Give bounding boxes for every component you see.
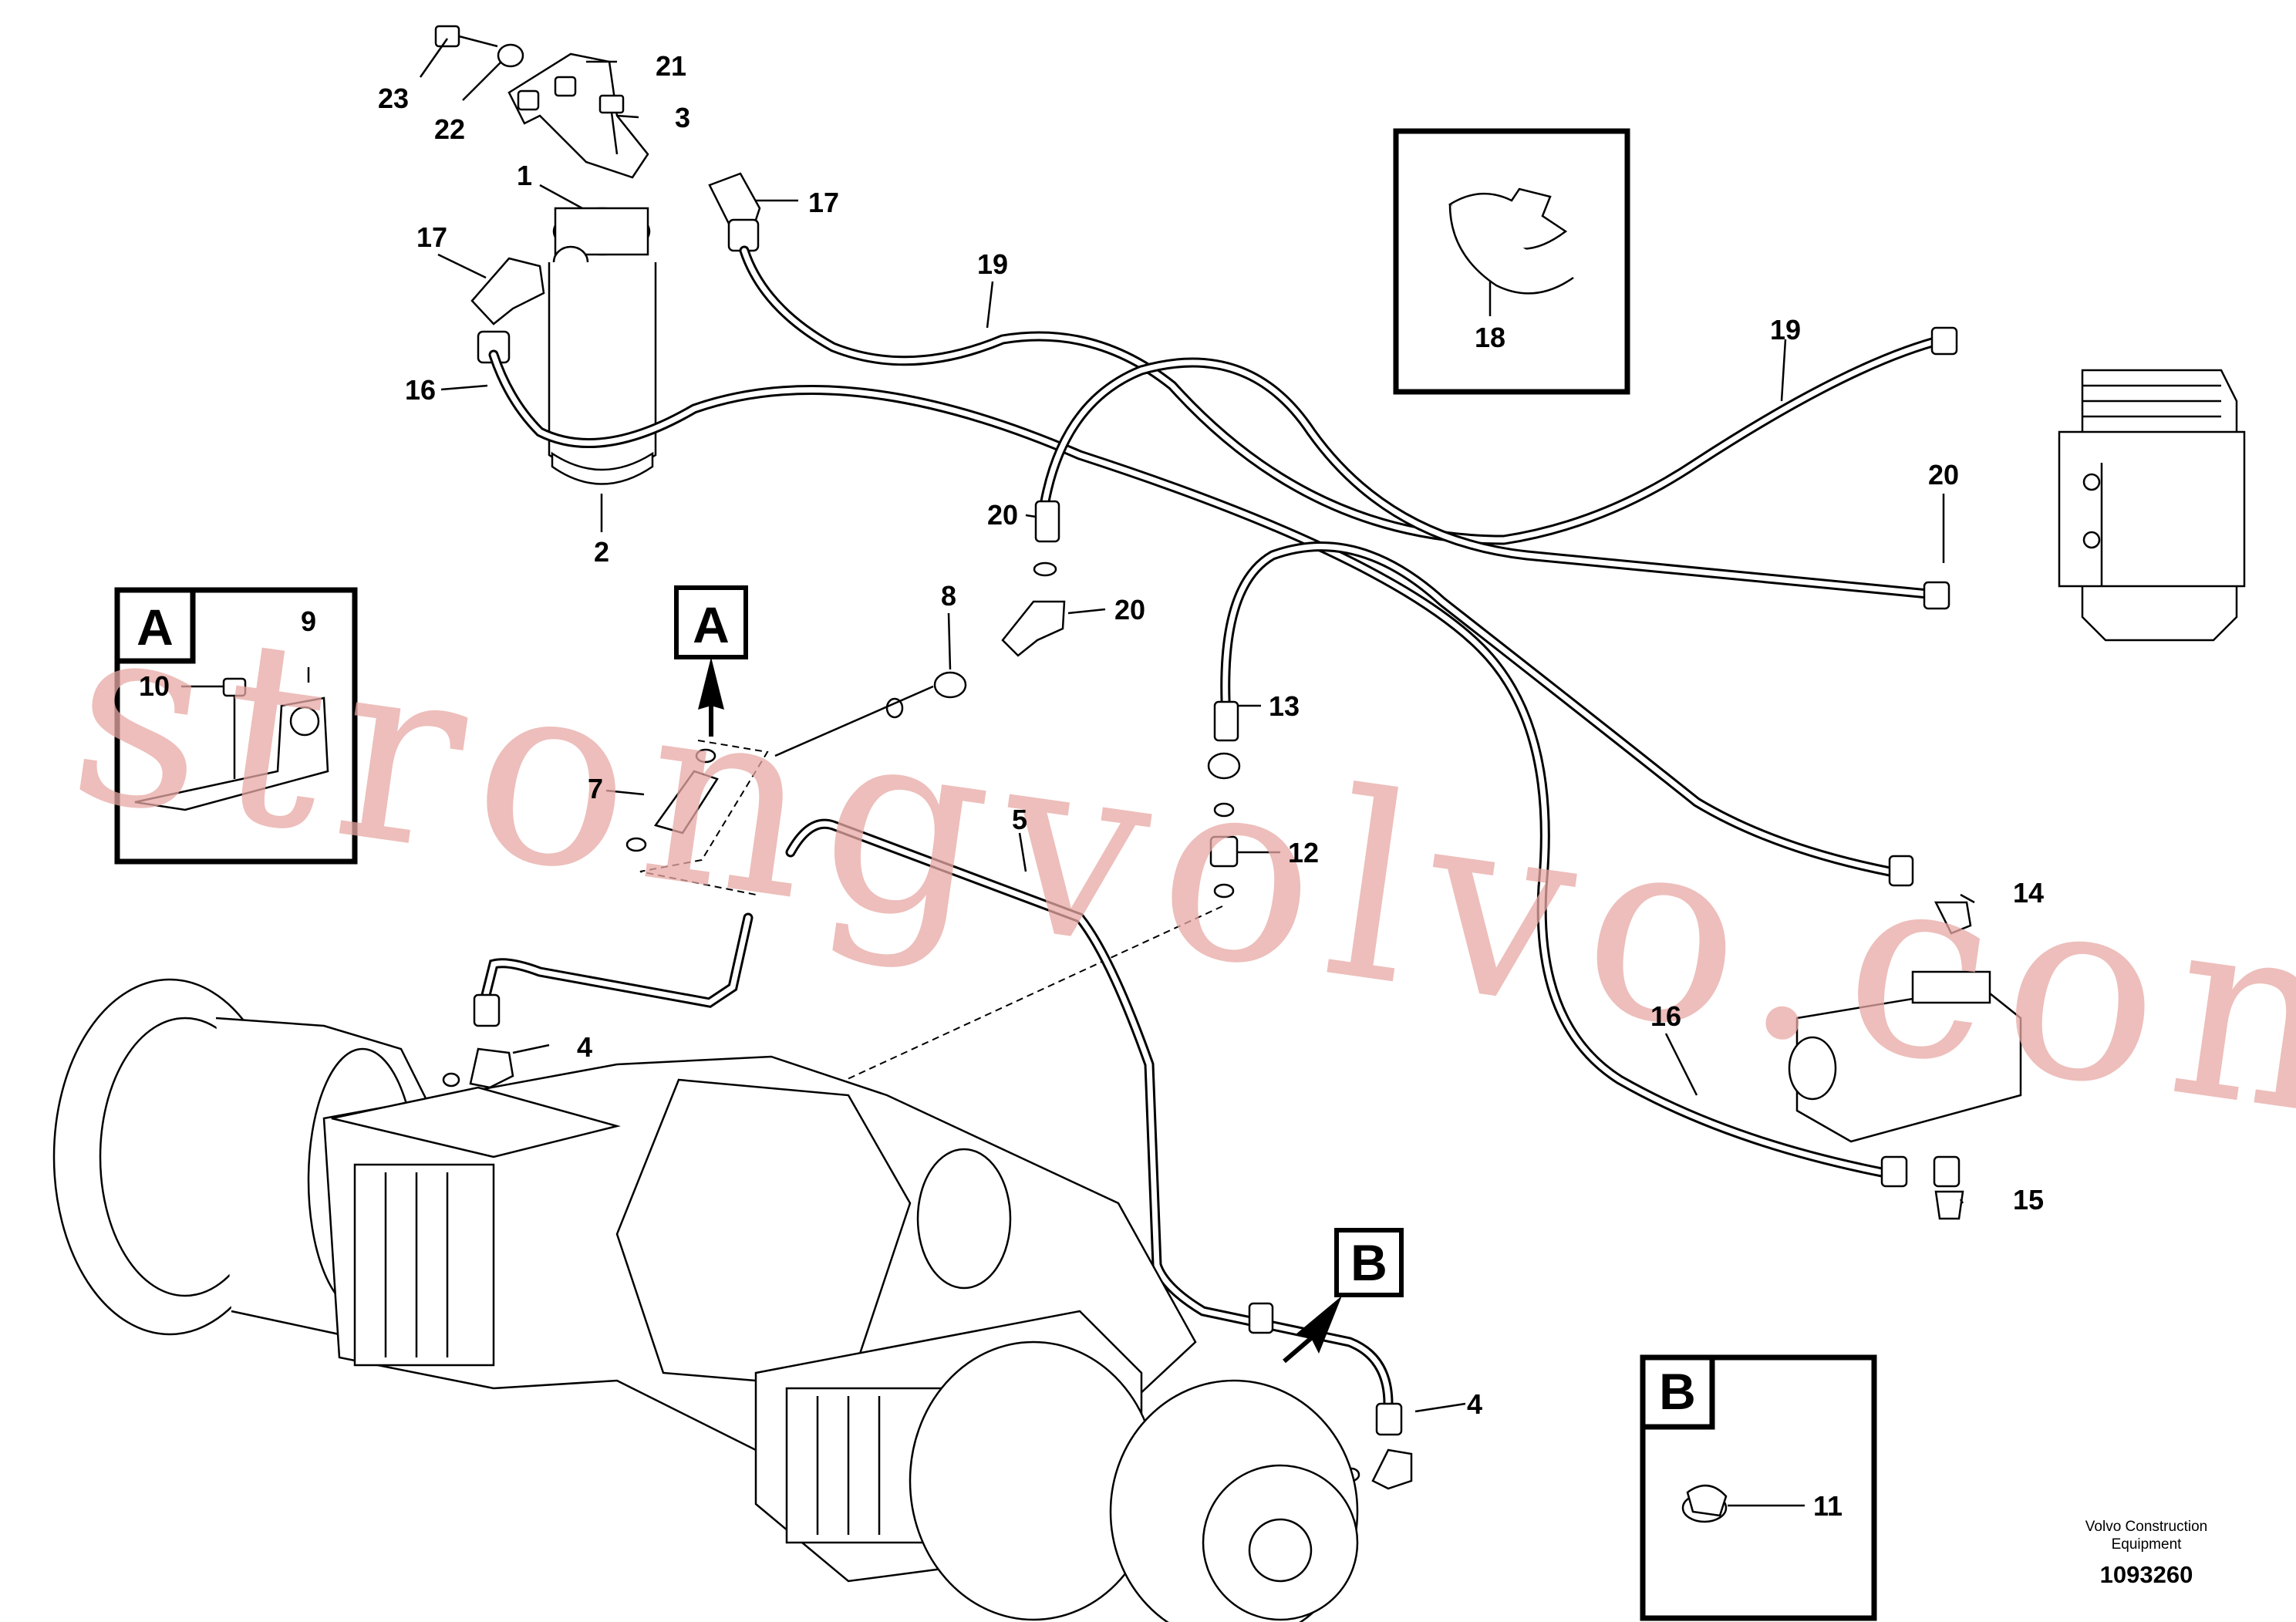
detail-view-18 [1393,128,1630,395]
marker-b-letter: B [1350,1234,1387,1291]
callout-9: 9 [301,605,316,637]
hose-lines [488,245,1958,1188]
drawing-footer: Volvo Construction Equipment 1093260 [2085,1519,2207,1588]
callout-14: 14 [2013,877,2044,909]
detail-view-b: B [1640,1354,1877,1621]
callout-4: 4 [1467,1388,1482,1420]
detail-marker-a: A [674,585,748,737]
detail-a-letter: A [137,599,174,656]
callout-3: 3 [675,102,690,133]
callout-17: 17 [416,221,447,253]
callout-22: 22 [434,113,465,145]
callout-2: 2 [594,536,609,568]
callout-20: 20 [1114,594,1145,626]
detail-marker-b: B [1283,1228,1404,1364]
valve-block [1788,901,2022,1220]
callout-4: 4 [577,1031,592,1063]
callout-10: 10 [139,670,170,702]
company-line-1: Volvo Construction [2085,1519,2207,1535]
callout-20: 20 [987,499,1018,531]
oil-cooler [2058,369,2246,642]
callout-20: 20 [1928,459,1959,491]
callout-16: 16 [1650,1000,1681,1032]
callout-labels: 1 2 3 4 4 5 7 8 9 10 11 12 13 14 15 16 1… [139,50,2044,1522]
leader-lines [181,38,1975,1507]
company-line-2: Equipment [2112,1536,2183,1553]
callout-15: 15 [2013,1184,2044,1216]
callout-11: 11 [1813,1490,1843,1522]
callout-1: 1 [517,160,532,191]
callout-12: 12 [1288,837,1319,868]
callout-19: 19 [1770,314,1801,346]
callout-8: 8 [941,580,956,612]
detail-view-a: A [114,587,358,865]
callout-13: 13 [1269,690,1300,722]
callout-18: 18 [1475,322,1505,353]
callout-7: 7 [588,773,603,804]
callout-16: 16 [405,374,436,406]
pipe-5 [442,818,1413,1490]
axle-assembly [52,978,1359,1622]
callout-23: 23 [378,83,409,114]
callout-17: 17 [808,187,839,218]
detail-b-letter: B [1659,1363,1696,1420]
drawing-number: 1093260 [2100,1561,2193,1588]
callout-21: 21 [656,50,686,82]
marker-a-letter: A [693,596,730,653]
callout-19: 19 [977,248,1008,280]
callout-5: 5 [1012,804,1027,835]
fittings [625,561,1241,1111]
filter-assembly [434,25,761,532]
